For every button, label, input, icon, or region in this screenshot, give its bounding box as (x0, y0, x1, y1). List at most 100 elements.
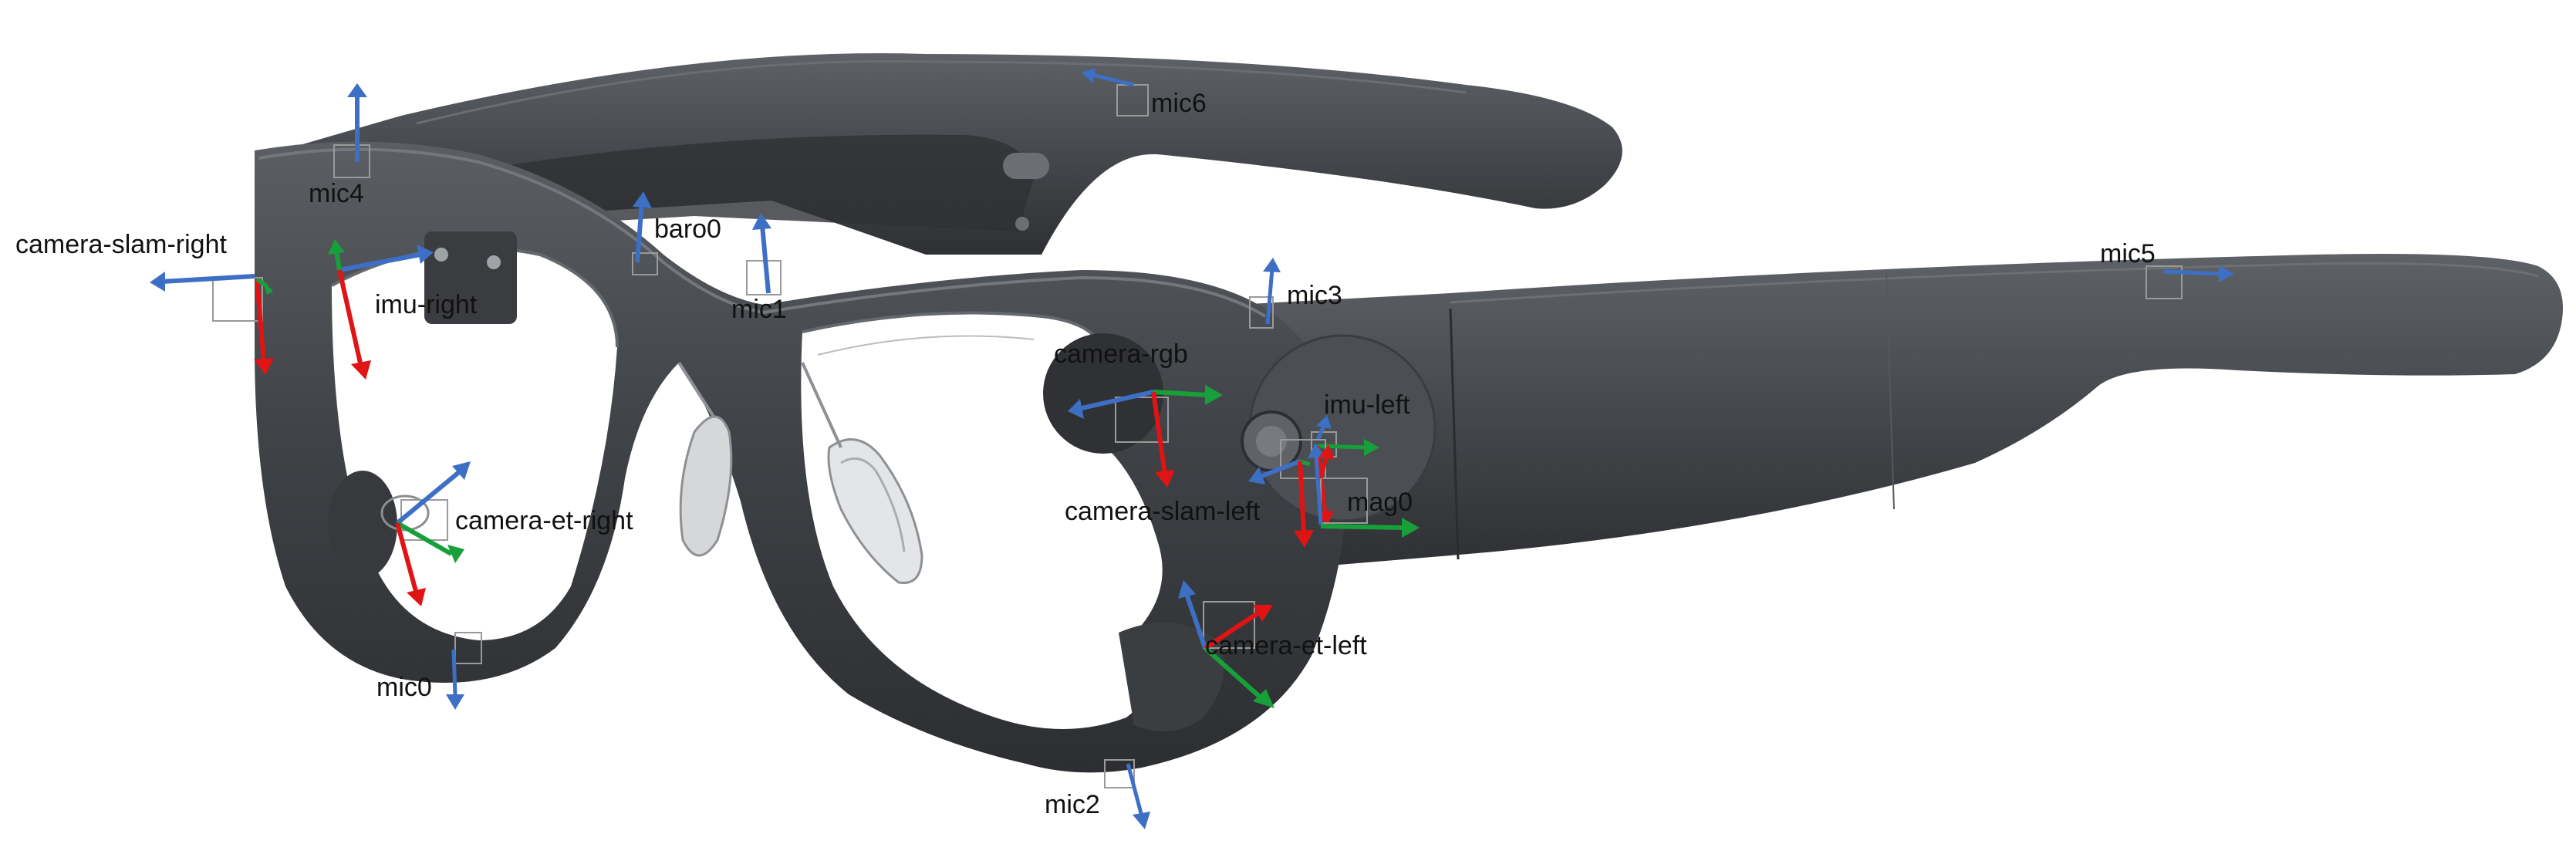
sensor-labels: mic4 mic6 baro0 camera-slam-right imu-ri… (15, 89, 2156, 819)
sensor-mic3 (1249, 258, 1281, 329)
camera-slam-left-z-arrow (1248, 467, 1265, 484)
mag0-x-axis (1318, 454, 1329, 479)
camera-et-left-x-axis (1204, 611, 1259, 650)
sensor-mic5 (2146, 265, 2234, 299)
imu-right-y-axis (334, 250, 342, 271)
sensor-baro0 (632, 191, 658, 275)
near-arm-seam (1449, 308, 1460, 560)
far-arm-dot-detail (1015, 217, 1029, 231)
slam-right-screw-2 (487, 255, 501, 269)
camera-et-left-y-axis (1204, 646, 1263, 701)
mag0-y-axis (1320, 524, 1405, 530)
nose-pad-left-arm (801, 362, 842, 448)
label-mic3: mic3 (1287, 281, 1342, 310)
camera-et-left-z-axis (1184, 593, 1207, 649)
camera-et-right-z-axis (396, 470, 461, 525)
imu-left-z-axis (1315, 424, 1326, 441)
camera-slam-right-z-arrow (150, 272, 165, 292)
mic3-z-arrow (1263, 258, 1281, 272)
label-camera-rgb: camera-rgb (1054, 339, 1188, 369)
camera-rgb-housing (1043, 333, 1163, 454)
mag0-z-axis (1314, 454, 1323, 525)
mic2-z-arrow (1133, 812, 1150, 829)
mic0-z-axis (451, 649, 457, 697)
label-camera-slam-right: camera-slam-right (15, 230, 227, 259)
nose-pad-left (827, 438, 923, 585)
label-mic2: mic2 (1045, 790, 1100, 819)
camera-rgb-sensor-box (1115, 397, 1169, 443)
mic3-sensor-box (1249, 296, 1274, 329)
mic5-sensor-box (2146, 265, 2183, 299)
label-mic1: mic1 (731, 295, 787, 324)
baro0-sensor-box (632, 252, 658, 275)
label-mic4: mic4 (309, 179, 364, 208)
near-temple-arm (1234, 254, 2563, 567)
camera-slam-left-z-axis (1258, 459, 1302, 479)
camera-et-right-y-axis (396, 521, 453, 556)
mic1-z-axis (760, 225, 771, 294)
camera-slam-right-y-arrow (262, 279, 273, 295)
frame-top-highlight (258, 147, 1267, 318)
label-mic0: mic0 (376, 673, 432, 702)
mag0-z-arrow (1308, 443, 1325, 458)
camera-et-left-z-arrow (1178, 580, 1196, 599)
imu-right-x-axis (337, 269, 363, 367)
camera-slam-left-x-arrow (1294, 530, 1314, 548)
camera-slam-right-z-axis (161, 274, 255, 284)
label-imu-right: imu-right (375, 290, 478, 319)
sensor-mag0 (1308, 443, 1420, 538)
camera-et-right-x-axis (395, 522, 419, 595)
imu-left-z-arrow (1316, 415, 1332, 429)
sensor-camera-rgb (1068, 385, 1223, 488)
camera-rgb-x-axis (1151, 391, 1167, 475)
mic4-z-arrow (347, 83, 367, 97)
mic5-z-arrow (2219, 265, 2234, 282)
camera-et-right-y-arrow (447, 545, 464, 563)
mic4-sensor-box (333, 144, 370, 178)
sensor-camera-et-right (395, 461, 471, 606)
mic6-z-axis (1092, 73, 1135, 87)
label-camera-et-right: camera-et-right (455, 506, 633, 535)
camera-slam-left-x-axis (1298, 461, 1306, 533)
camera-et-left-x-arrow (1253, 605, 1273, 622)
sensor-camera-et-left (1178, 580, 1274, 708)
far-arm-edge-highlight (416, 59, 1467, 125)
sensor-frames (150, 68, 2234, 829)
mic6-z-arrow (1082, 68, 1096, 83)
baro0-z-axis (635, 201, 644, 263)
camera-rgb-y-arrow (1205, 385, 1223, 405)
mic2-sensor-box (1104, 759, 1135, 788)
near-arm-top-highlight (1450, 262, 2539, 304)
slam-right-screw-1 (434, 248, 448, 262)
imu-right-x-arrow (351, 360, 371, 380)
camera-et-left-sensor-box (1203, 601, 1255, 649)
sensor-mic2 (1104, 759, 1150, 829)
camera-et-right-pod (328, 471, 397, 579)
sensor-camera-slam-left (1248, 439, 1326, 548)
camera-et-left-y-arrow (1253, 689, 1274, 708)
mic0-z-arrow (446, 694, 464, 710)
sensor-camera-slam-right (150, 272, 274, 375)
mic5-z-axis (2163, 269, 2223, 276)
mag0-y-arrow (1402, 518, 1420, 538)
far-arm-pill-detail (1003, 153, 1049, 179)
glasses-illustration (255, 53, 2563, 773)
camera-rgb-z-arrow (1068, 399, 1084, 419)
label-mic5: mic5 (2100, 239, 2156, 268)
nose-pad-left-inner (840, 457, 906, 552)
camera-slam-right-x-arrow (254, 358, 274, 375)
sensor-imu-right (328, 239, 434, 380)
mic1-z-arrow (752, 213, 771, 230)
camera-rgb-z-axis (1078, 390, 1154, 411)
near-arm-seam-2 (1886, 273, 1895, 510)
label-camera-et-left: camera-et-left (1205, 631, 1367, 660)
sensor-mic6 (1082, 68, 1149, 116)
baro0-z-arrow (633, 191, 652, 208)
mic3-z-axis (1265, 268, 1274, 325)
mic0-sensor-box (454, 632, 482, 664)
camera-rgb-x-arrow (1155, 470, 1175, 488)
imu-right-y-arrow (328, 239, 345, 255)
imu-right-z-arrow (417, 245, 434, 264)
label-baro0: baro0 (654, 214, 721, 244)
sensor-mic0 (446, 632, 482, 710)
